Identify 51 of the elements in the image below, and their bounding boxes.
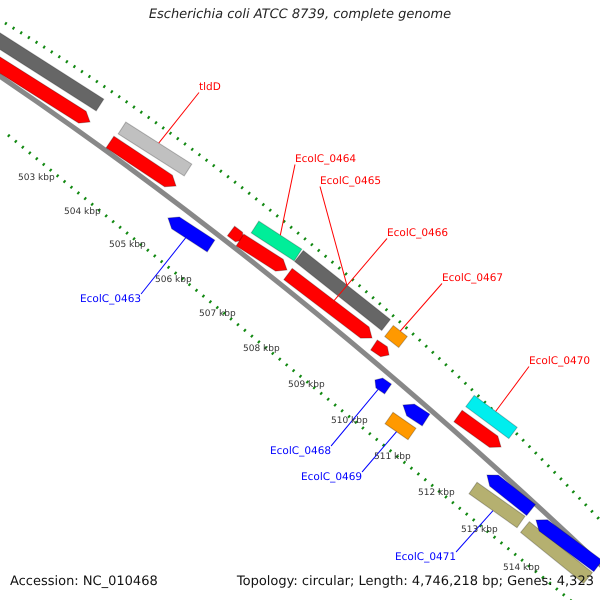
gene-feature	[294, 250, 391, 332]
gene-feature	[283, 268, 373, 339]
gene-feature	[370, 339, 390, 358]
tick-label: 511 kbp	[374, 453, 411, 462]
tick-label: 506 kbp	[155, 276, 192, 285]
gene-label: EcolC_0464	[295, 154, 356, 164]
gene-feature	[226, 226, 244, 242]
gene-feature	[402, 404, 430, 427]
genome-stats-text: Topology: circular; Length: 4,746,218 bp; Genes: 4,323	[236, 575, 594, 588]
tick-label: 514 kbp	[503, 564, 540, 573]
map-title: Escherichia coli ATCC 8739, complete genome	[148, 8, 452, 21]
gene-label: EcolC_0468	[270, 446, 332, 456]
leader-line	[280, 164, 296, 236]
tick-label: 508 kbp	[243, 345, 280, 354]
gene-feature	[236, 233, 288, 272]
gene-feature	[384, 412, 417, 440]
gene-feature	[118, 121, 192, 177]
gene-label: EcolC_0465	[320, 176, 382, 186]
gene-feature	[453, 410, 502, 448]
leader-line	[362, 431, 397, 472]
gene-label: EcolC_0470	[529, 356, 590, 366]
tick-label: 503 kbp	[18, 174, 55, 183]
tick-label: 509 kbp	[288, 381, 325, 390]
tick-label: 504 kbp	[64, 208, 101, 217]
gene-feature	[167, 216, 216, 253]
gene-feature	[250, 220, 302, 262]
tick-label: 505 kbp	[109, 241, 146, 250]
gene-label: tldD	[199, 82, 221, 92]
gene-label: EcolC_0467	[442, 273, 504, 284]
leader-line	[140, 237, 186, 294]
gene-feature	[0, 31, 104, 112]
gene-label: EcolC_0469	[301, 472, 362, 482]
gene-feature	[465, 394, 518, 440]
gene-label: EcolC_0463	[80, 294, 142, 304]
leader-line	[320, 186, 348, 286]
leader-line	[158, 92, 200, 144]
leader-line	[330, 388, 379, 446]
gene-feature	[0, 55, 91, 124]
gene-label: EcolC_0471	[395, 552, 456, 562]
leader-line	[334, 238, 388, 301]
gene-feature	[486, 474, 536, 516]
accession-text: Accession: NC_010468	[10, 575, 158, 588]
leader-line	[400, 283, 442, 332]
tick-label: 507 kbp	[199, 310, 236, 319]
tick-label: 512 kbp	[418, 489, 455, 498]
leader-line	[495, 366, 530, 412]
gene-feature	[105, 136, 177, 188]
gene-label: EcolC_0466	[387, 228, 448, 238]
gene-feature	[384, 324, 408, 348]
gene-feature	[374, 378, 392, 395]
leader-line	[456, 510, 494, 552]
